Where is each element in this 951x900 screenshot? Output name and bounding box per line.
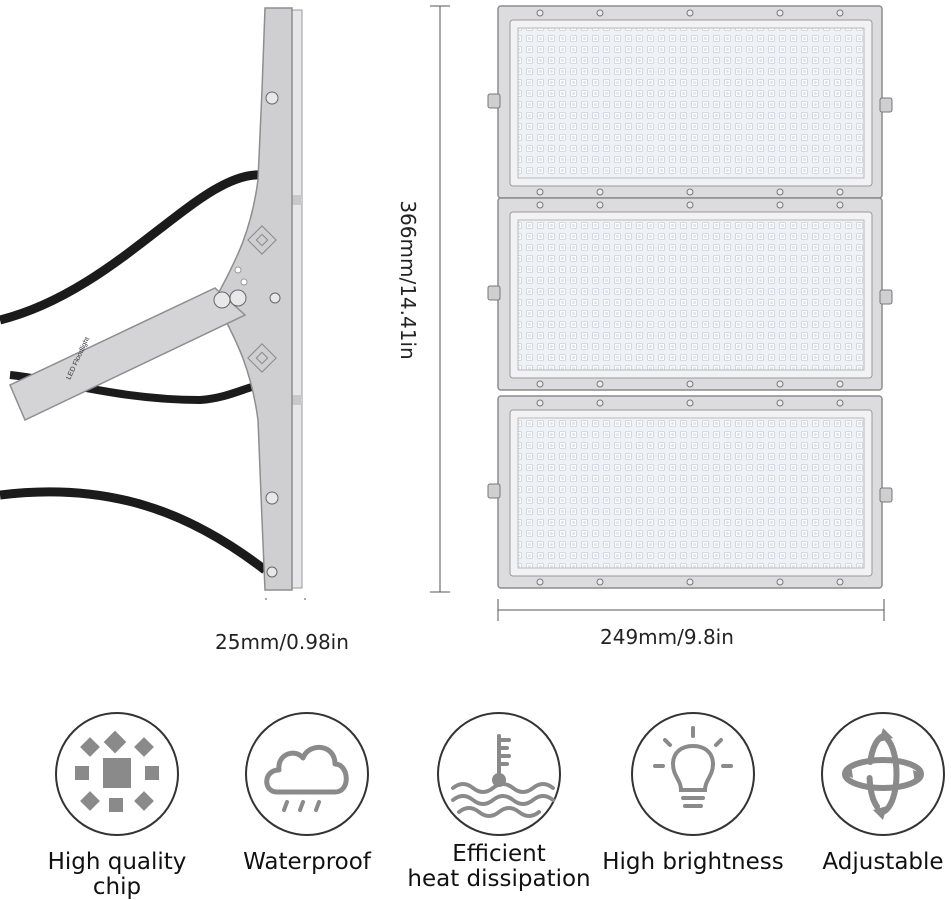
screw [536,380,544,388]
side-clip-right [879,487,893,503]
screw [596,380,604,388]
rotate-arrows-icon [842,728,924,820]
feature-high-quality-chip: High quality chip [22,712,212,900]
feature-waterproof: Waterproof [212,712,402,875]
side-clip-left [487,93,501,109]
screw [686,201,694,209]
side-view-drawing: LED Floodlight [0,7,306,600]
feature-label: High brightness [602,849,784,875]
led-array [517,27,865,179]
feature-adjustable: Adjustable [788,712,951,875]
screw [596,9,604,17]
side-clip-left [487,285,501,301]
led-array [517,417,865,569]
feature-heat-dissipation: Efficient heat dissipation [404,712,594,892]
screw [596,201,604,209]
feature-label: Waterproof [243,849,371,875]
screw [836,188,844,196]
rain-cloud-icon [264,745,349,812]
feature-label-line2: heat dissipation [407,866,591,892]
depth-dimension-label: 25mm/0.98in [215,630,349,654]
screw [686,380,694,388]
side-clip-left [487,483,501,499]
feature-label: High quality chip [47,849,187,900]
width-dimension-line [495,595,887,625]
front-view-drawing [487,5,893,589]
height-dimension-line [425,0,455,600]
screw [776,399,784,407]
screw [536,578,544,586]
feature-high-brightness: High brightness [598,712,788,875]
feature-label-line1: Efficient [452,841,546,867]
screw [776,578,784,586]
side-view: LED Floodlight [0,0,320,600]
screw [686,188,694,196]
light-bulb-icon [653,726,733,808]
width-dimension-label: 249mm/9.8in [600,625,734,649]
screw [836,578,844,586]
thermometer-waves-icon [451,734,555,818]
side-clip-right [879,289,893,305]
height-dimension-label: 366mm/14.41in [396,200,420,360]
led-array [517,219,865,371]
screw [536,201,544,209]
screw [686,399,694,407]
screw [836,9,844,17]
screw [686,9,694,17]
screw [776,380,784,388]
screw [596,188,604,196]
screw [776,188,784,196]
screw [836,380,844,388]
screw [596,399,604,407]
side-clip-right [879,97,893,113]
screw [536,188,544,196]
screw [836,399,844,407]
screw [596,578,604,586]
screw [536,399,544,407]
screw [836,201,844,209]
screw [536,9,544,17]
front-view [480,0,900,600]
screw [776,201,784,209]
feature-label: Efficient heat dissipation [404,842,594,892]
screw [686,578,694,586]
feature-label: Adjustable [822,849,944,875]
led-chip-icon [75,730,159,812]
screw [776,9,784,17]
